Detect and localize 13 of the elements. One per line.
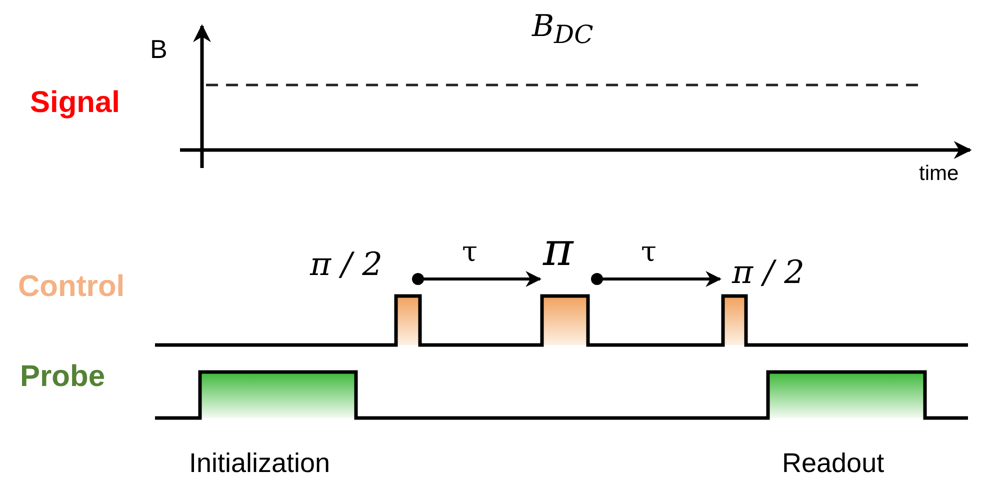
pulse-label: π / 2 [732,256,805,288]
axis-label: B [150,36,168,62]
row-label: Signal [30,88,120,118]
field-label: B$_{DC}$ [532,12,594,47]
phase-label: Initialization [189,450,330,477]
delay-label: τ [462,238,478,266]
phase-label: Readout [782,450,884,477]
delay-label: τ [641,238,656,266]
axis-label: time [919,163,959,184]
row-label: Probe [20,362,106,392]
pulse-label: π [543,226,574,272]
row-label: Control [18,272,125,302]
pulse-label: π / 2 [310,248,383,280]
